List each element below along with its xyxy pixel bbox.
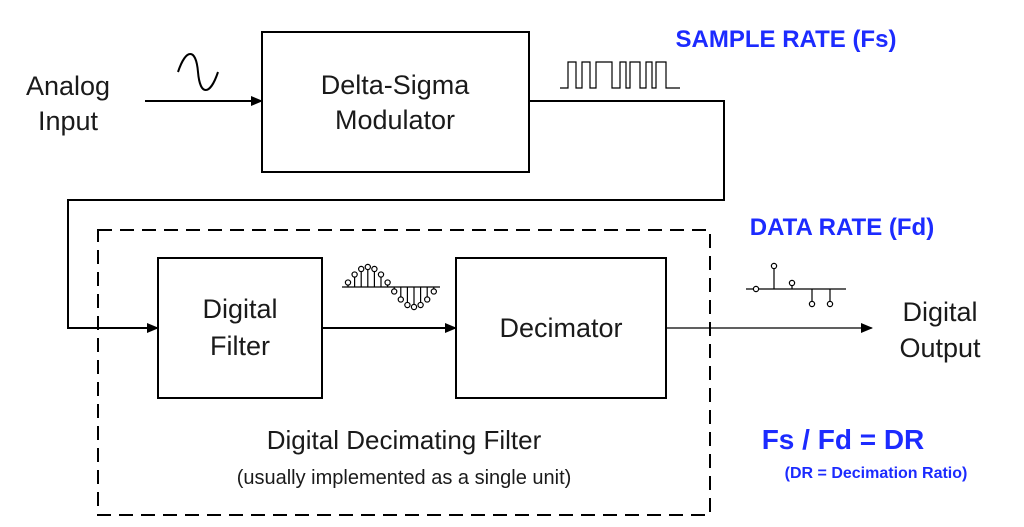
data-rate-label: DATA RATE (Fd) <box>750 214 934 241</box>
filtered-sample-dot <box>410 303 418 311</box>
sine-wave-icon <box>177 53 219 91</box>
decimated-sample-dot <box>788 279 796 287</box>
decimation-formula-note: (DR = Decimation Ratio) <box>785 465 968 482</box>
sample-rate-label: SAMPLE RATE (Fs) <box>676 26 897 53</box>
decimated-sample-dot <box>808 300 816 308</box>
decimator-block <box>455 257 667 399</box>
pulse-train-icon <box>560 61 680 89</box>
decimator-label: Decimator <box>499 313 622 343</box>
modulator-output-wire <box>67 100 725 333</box>
digital-filter-block <box>157 257 323 399</box>
filtered-sample-dot <box>424 296 431 303</box>
filtered-sample-dot <box>391 288 398 295</box>
filtered-sample-dot <box>351 271 358 278</box>
filtered-sample-dot <box>430 288 437 295</box>
decimated-sample-dot <box>770 262 778 270</box>
filtered-sample-dot <box>417 301 424 309</box>
decimating-filter-title: Digital Decimating Filter <box>267 425 542 455</box>
digital-output-label-line2: Output <box>899 333 981 363</box>
filtered-sample-dot <box>358 265 365 273</box>
modulator-label-line1: Delta-Sigma <box>321 70 471 100</box>
filtered-sample-dot <box>404 301 411 309</box>
decimating-filter-group <box>97 229 711 516</box>
filtered-sample-dot <box>397 296 404 303</box>
decimated-samples-icon <box>746 262 846 308</box>
decimating-filter-subtitle: (usually implemented as a single unit) <box>237 467 572 489</box>
decimated-sample-dot <box>826 300 834 308</box>
analog-input-label-line1: Analog <box>26 71 110 101</box>
digital-filter-label-line2: Filter <box>210 331 270 361</box>
filtered-sample-dot <box>384 279 391 286</box>
decimated-sample-dot <box>752 285 760 293</box>
digital-output-label-line1: Digital <box>902 297 977 327</box>
analog-input-label-line2: Input <box>38 106 99 136</box>
filtered-sample-dot <box>344 279 352 286</box>
filtered-sample-dot <box>377 271 385 278</box>
digital-filter-label-line1: Digital <box>202 294 277 324</box>
decimation-formula: Fs / Fd = DR <box>762 424 925 455</box>
modulator-label-line2: Modulator <box>335 105 455 135</box>
delta-sigma-modulator-block <box>261 31 530 173</box>
filtered-sample-dot <box>364 263 371 271</box>
sampled-sine-icon <box>342 263 440 311</box>
filtered-sample-dot <box>371 265 378 273</box>
